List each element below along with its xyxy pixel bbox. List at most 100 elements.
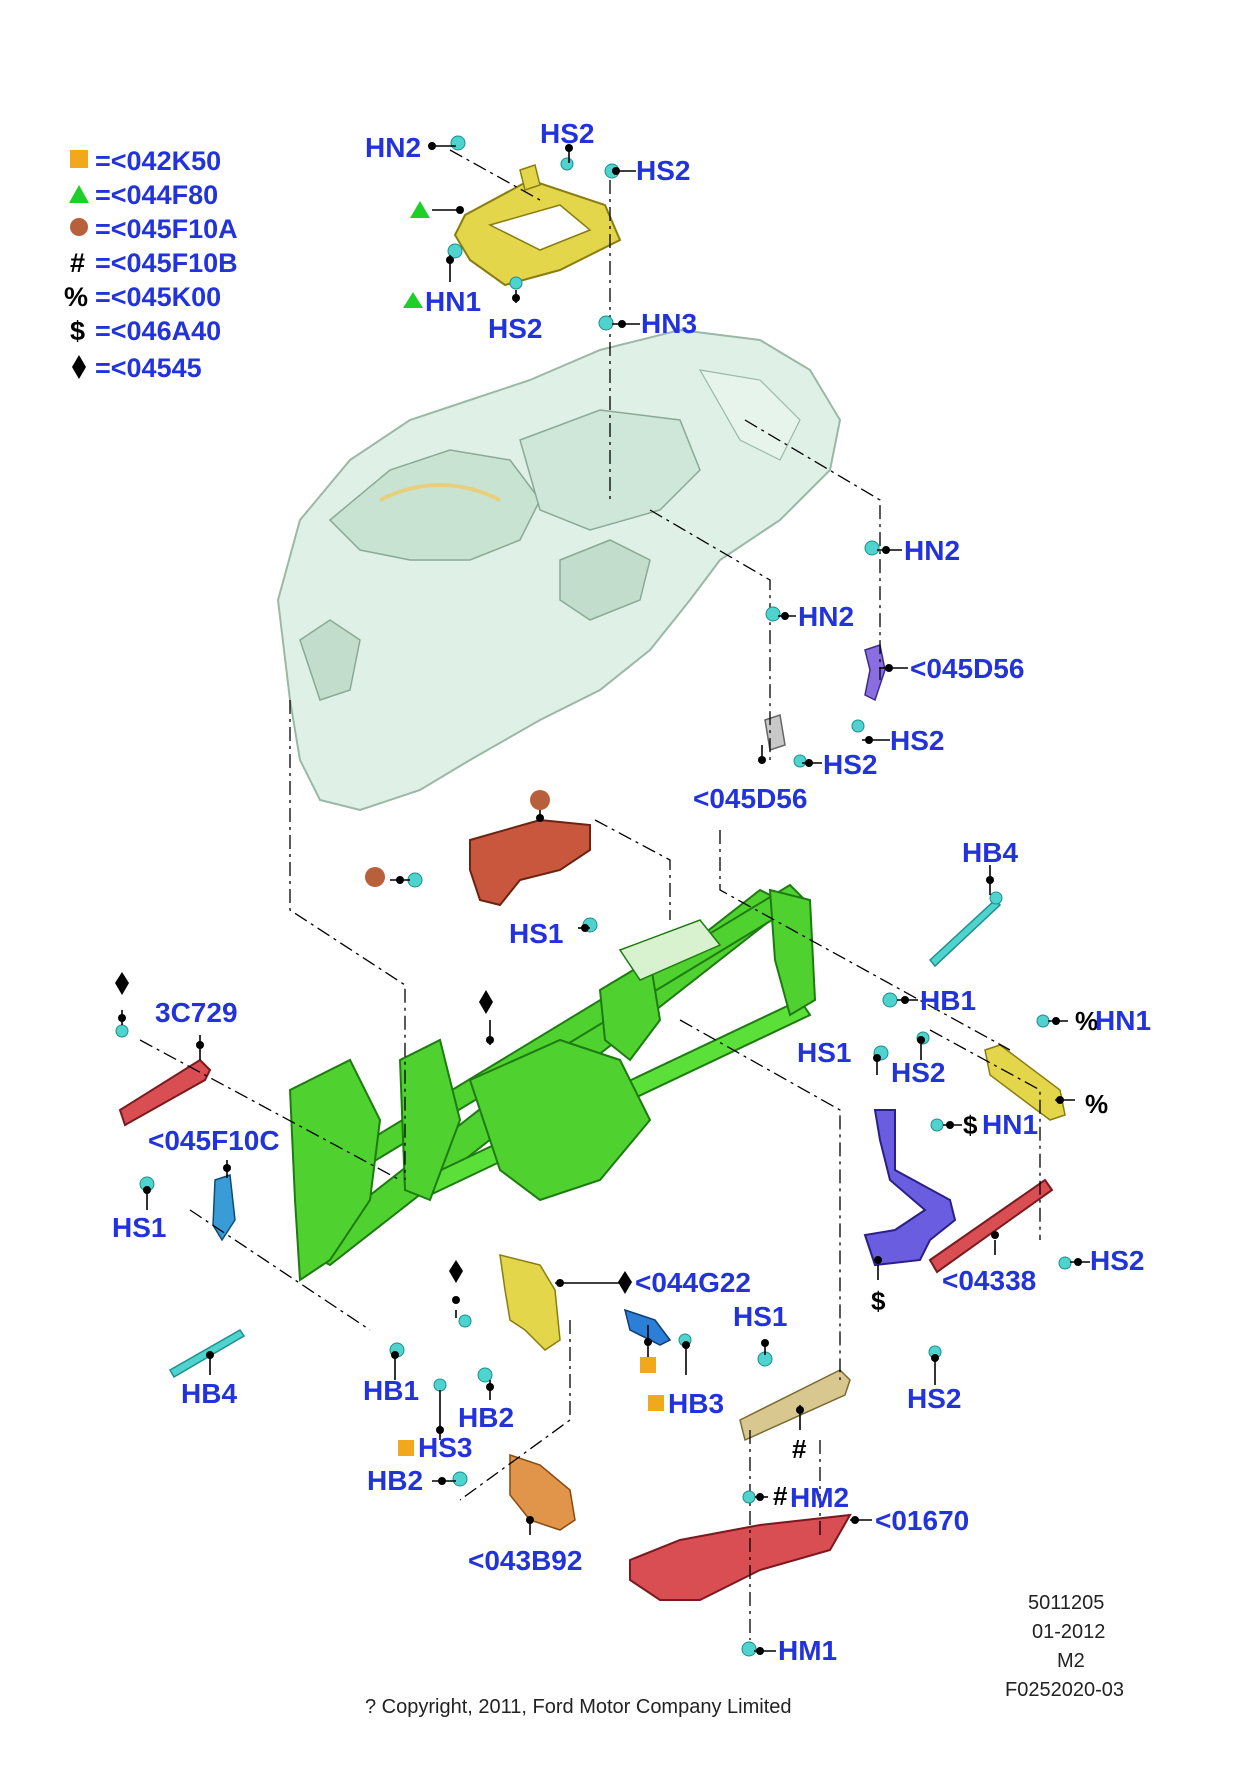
label-hs2-top-right: HS2 xyxy=(636,155,690,186)
purple-bracket-small xyxy=(864,644,886,702)
legend-diamond-icon xyxy=(72,355,86,379)
fastener-hs2-right-b xyxy=(793,754,807,768)
purple-bracket-large xyxy=(863,1109,957,1267)
fastener-hn2-top xyxy=(450,135,466,151)
legend-percent-symbol: % xyxy=(64,282,88,312)
diamond-marker-center xyxy=(449,1260,463,1283)
label-045d56-b: <045D56 xyxy=(693,783,807,814)
hash-marker-a: # xyxy=(792,1434,807,1464)
label-hm2: HM2 xyxy=(790,1482,849,1513)
label-hs1-left: HS1 xyxy=(112,1212,166,1243)
red-tray-bottom xyxy=(629,1513,852,1601)
symbol-markers xyxy=(115,201,664,1456)
label-hn2-right-b: HN2 xyxy=(798,601,854,632)
legend-item-2: =<044F80 xyxy=(95,180,218,210)
label-hn1-dollar: HN1 xyxy=(982,1109,1038,1140)
dollar-marker-a: $ xyxy=(963,1110,978,1140)
legend-hash-symbol: # xyxy=(70,248,85,278)
drawing-model: M2 xyxy=(1057,1650,1085,1672)
fastener-hn1-pct xyxy=(1036,1014,1050,1028)
label-044g22: <044G22 xyxy=(635,1267,751,1298)
label-hb4-left: HB4 xyxy=(181,1378,237,1409)
fastener-hn2-right-a xyxy=(864,540,880,556)
fastener-hs2-top-lower xyxy=(509,276,523,290)
label-hs2-right-c: HS2 xyxy=(891,1057,945,1088)
drawing-ref: F0252020-03 xyxy=(1005,1679,1124,1701)
label-045f10c: <045F10C xyxy=(148,1125,280,1156)
fastener-hn2-right-b xyxy=(765,606,781,622)
triangle-marker-hn1 xyxy=(403,292,423,308)
label-hb1-left: HB1 xyxy=(363,1375,419,1406)
instrument-panel xyxy=(276,328,842,812)
label-hs2-right-b: HS2 xyxy=(823,749,877,780)
diamond-marker-044g22 xyxy=(618,1271,632,1294)
drawing-number: 5011205 xyxy=(1028,1592,1104,1614)
label-hs3: HS3 xyxy=(418,1432,472,1463)
beige-bracket xyxy=(739,1369,851,1442)
fastener-hs2-far-right xyxy=(1058,1256,1072,1270)
assembly-lines xyxy=(139,149,1041,1640)
square-marker-hs3 xyxy=(398,1440,414,1456)
fastener-hm2 xyxy=(742,1490,756,1504)
label-hn3: HN3 xyxy=(641,308,697,339)
fastener-brown xyxy=(407,872,423,888)
legend-square-icon xyxy=(70,150,88,168)
label-hs2-top-lower: HS2 xyxy=(488,313,542,344)
fastener-hs2-top xyxy=(560,157,574,171)
legend-dollar-symbol: $ xyxy=(70,316,85,346)
circle-marker-top xyxy=(530,790,550,810)
part-labels: HN2 HS2 HS2 HN1 HS2 HN3 HN2 HN2 <045D56 … xyxy=(112,118,1151,1666)
label-hs2-top: HS2 xyxy=(540,118,594,149)
label-3c729: 3C729 xyxy=(155,997,238,1028)
square-marker-hb3 xyxy=(648,1395,664,1411)
legend-item-3: =<045F10A xyxy=(95,214,238,244)
label-hn1-pct: HN1 xyxy=(1095,1005,1151,1036)
fastener-hs2-right-a xyxy=(851,719,865,733)
diamond-marker-beam xyxy=(479,990,493,1014)
fastener-hb4-right xyxy=(989,891,1003,905)
label-04338: <04338 xyxy=(942,1265,1036,1296)
percent-marker-b: % xyxy=(1085,1089,1108,1119)
label-hm1: HM1 xyxy=(778,1635,837,1666)
fastener-hm1 xyxy=(741,1641,757,1657)
legend-triangle-icon xyxy=(69,185,89,203)
legend-item-5: =<045K00 xyxy=(95,282,221,312)
fastener-hn1-dollar xyxy=(930,1118,944,1132)
label-hb3: HB3 xyxy=(668,1388,724,1419)
hash-marker-b: # xyxy=(773,1481,788,1511)
label-hb1-right: HB1 xyxy=(920,985,976,1016)
fastener-hb2-a xyxy=(477,1367,493,1383)
circle-marker-left xyxy=(365,867,385,887)
label-hn1-top: HN1 xyxy=(425,286,481,317)
red-bar-right xyxy=(928,1178,1054,1274)
yellow-bracket-center xyxy=(499,1254,561,1351)
legend-item-6: =<046A40 xyxy=(95,316,221,346)
drawing-date: 01-2012 xyxy=(1032,1621,1105,1643)
copyright-text: ? Copyright, 2011, Ford Motor Company Li… xyxy=(365,1696,792,1718)
leader-lines xyxy=(118,142,1090,1655)
label-hs1-lower: HS1 xyxy=(733,1301,787,1332)
triangle-marker-top xyxy=(410,201,430,218)
label-hn2-top: HN2 xyxy=(365,132,421,163)
top-bracket-assembly xyxy=(453,164,622,287)
label-01670: <01670 xyxy=(875,1505,969,1536)
fastener-hn1-top xyxy=(447,243,463,259)
fastener-hb1-right xyxy=(882,992,898,1008)
blue-bracket-left xyxy=(212,1173,236,1242)
fastener-hn3 xyxy=(598,315,614,331)
grey-bracket-small xyxy=(764,714,786,751)
dollar-marker-b: $ xyxy=(871,1286,886,1316)
fastener-hb2-b xyxy=(452,1471,468,1487)
legend: =<042K50 =<044F80 =<045F10A # =<045F10B … xyxy=(64,146,238,383)
fastener-diamond-left xyxy=(115,1024,129,1038)
red-bracket-left xyxy=(118,1058,212,1127)
label-hs2-lower: HS2 xyxy=(907,1383,961,1414)
square-marker-a xyxy=(640,1357,656,1373)
percent-marker-a: % xyxy=(1075,1006,1098,1036)
legend-item-7: =<04545 xyxy=(95,353,202,383)
legend-circle-icon xyxy=(70,218,88,236)
label-hs1-mid: HS1 xyxy=(509,918,563,949)
label-hn2-right-a: HN2 xyxy=(904,535,960,566)
label-043b92: <043B92 xyxy=(468,1545,582,1576)
